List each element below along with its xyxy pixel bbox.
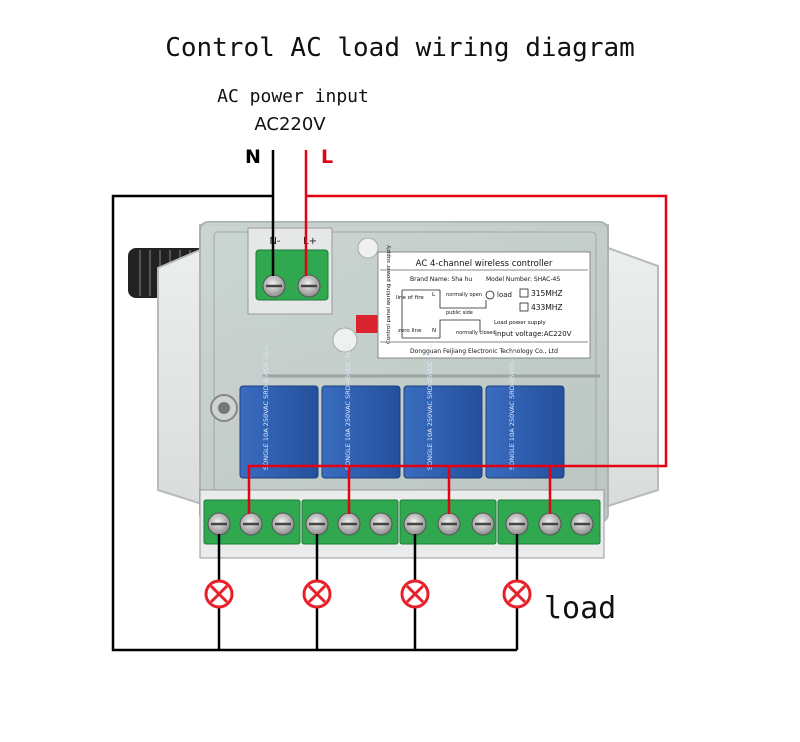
relay-2-text: SONGLE 10A 250VAC SRD-05VDC-SL-C [344,343,352,470]
card-manufacturer: Dongguan Feijiang Electronic Technology … [410,348,558,355]
screw-6[interactable] [369,512,393,536]
screw-10[interactable] [505,512,529,536]
relay-4: SONGLE 10A 250VAC SRD-05VDC-SL-C [485,343,565,479]
neutral-label: N [245,146,261,168]
freq-2-checkbox[interactable] [519,302,529,312]
relay-row: SONGLE 10A 250VAC SRD-05VDC-SL-C SONGLE … [239,343,565,479]
screw-1[interactable] [207,512,231,536]
output-screws [207,512,594,536]
relay-3: SONGLE 10A 250VAC SRD-05VDC-SL-C [403,343,483,479]
card-load: load [497,291,512,299]
card-brand: Brand Name: Sha hu [410,276,472,283]
relay-1: SONGLE 10A 250VAC SRD-05VDC-SL-C [239,343,319,479]
lamp-4-icon [502,579,532,609]
lamp-1-icon [204,579,234,609]
freq-1-checkbox[interactable] [519,288,529,298]
red-component [356,315,382,333]
card-zero-line: zero line [398,328,422,334]
card-heading: AC 4-channel wireless controller [416,259,553,269]
lamp-2-icon [302,579,332,609]
screw-8[interactable] [437,512,461,536]
card-side-text: Control panel working power supply [386,244,392,344]
load-label: load [544,591,616,626]
terminal-n-mark: N- [269,236,280,247]
card-normally-closed: normally closed [456,330,496,336]
card-load-supply: Load power supply [494,320,547,326]
card-normally-open: normally open [446,292,482,298]
card-l-short: L [432,292,436,298]
card-input-voltage: input voltage:AC220V [495,330,572,338]
screw-12[interactable] [570,512,594,536]
screw-2[interactable] [239,512,263,536]
screw-11[interactable] [538,512,562,536]
power-input-label: AC power input [217,86,369,107]
screw-9[interactable] [471,512,495,536]
power-terminal-block: N- L+ [247,227,333,315]
lamp-feed-wires [217,534,519,580]
lamp-3-icon [400,579,430,609]
screw-5[interactable] [337,512,361,536]
card-public-side: public side [446,310,473,316]
live-wire [247,150,668,514]
power-voltage-label: AC220V [254,114,326,135]
card-line-of-fire: line of fire [396,295,424,301]
relay-1-text: SONGLE 10A 250VAC SRD-05VDC-SL-C [262,343,270,470]
relay-4-text: SONGLE 10A 250VAC SRD-05VDC-SL-C [508,343,516,470]
neutral-wire [111,150,519,652]
relay-2: SONGLE 10A 250VAC SRD-05VDC-SL-C [321,343,401,479]
card-freq-2: 433MHZ [531,303,563,312]
card-n-short: N [432,328,436,334]
card-freq-1: 315MHZ [531,289,563,298]
screw-7[interactable] [403,512,427,536]
live-label: L [321,146,333,168]
diagram-title: Control AC load wiring diagram [165,33,635,63]
screw-3[interactable] [271,512,295,536]
terminal-l-mark: L+ [303,236,317,247]
output-terminal-strip [199,489,605,559]
card-load-icon [485,290,495,300]
card-model: Model Number: SHAC-4S [486,276,560,283]
relay-3-text: SONGLE 10A 250VAC SRD-05VDC-SL-C [426,343,434,470]
screw-4[interactable] [305,512,329,536]
label-card: AC 4-channel wireless controller Brand N… [377,244,591,359]
